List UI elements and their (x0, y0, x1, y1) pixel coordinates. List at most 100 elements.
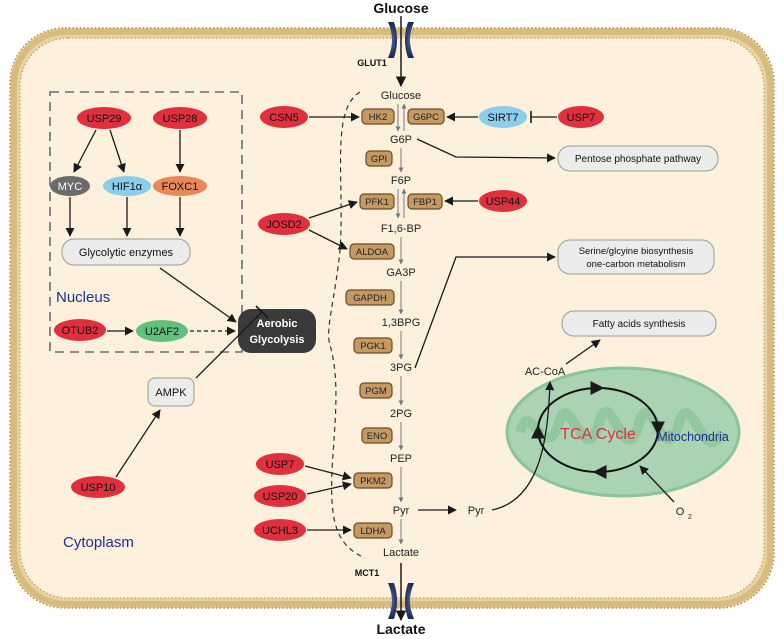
svg-text:PGM: PGM (365, 386, 387, 397)
josd2-label: JOSD2 (266, 219, 301, 231)
glycolytic-enzymes-label: Glycolytic enzymes (79, 247, 174, 259)
enzyme-fbp1: FBP1 (407, 193, 443, 210)
accoa-label: AC-CoA (525, 366, 566, 378)
tca-cycle-label: TCA Cycle (560, 426, 636, 443)
enzyme-aldoa: ALDOA (349, 243, 395, 260)
enzyme-gapdh: GAPDH (345, 289, 395, 306)
svg-text:HK2: HK2 (369, 112, 387, 123)
usp7-top-label: USP7 (567, 112, 596, 124)
ampk-box (147, 377, 195, 407)
mitochondria-label: Mitochondria (657, 430, 729, 444)
pyr-mito-label: Pyr (468, 505, 485, 517)
svg-text:PGK1: PGK1 (360, 341, 385, 352)
usp10-label: USP10 (81, 482, 116, 494)
arrow-usp7-pkm2 (304, 465, 352, 481)
enzyme-pkm2: PKM2 (353, 472, 393, 489)
sirt7-node (479, 106, 527, 128)
arrow-usp20-pkm2 (306, 481, 352, 495)
csn5-label: CSN5 (269, 112, 298, 124)
glut1-label: GLUT1 (357, 58, 387, 68)
svg-text:PKM2: PKM2 (360, 476, 386, 487)
arrow-usp29-myc (73, 129, 97, 173)
usp7-top-node (558, 106, 604, 128)
metabolite-pep: PEP (390, 453, 412, 465)
nucleus-box (49, 91, 243, 353)
hif1a-label: HIF1α (112, 181, 143, 193)
metabolite-lactate: Lactate (383, 547, 419, 559)
arrow-pyr-accoa (491, 381, 555, 511)
uchl3-label: UCHL3 (262, 525, 298, 537)
aerobic-glycolysis-box (238, 309, 316, 353)
enzyme-gpi: GPI (365, 150, 393, 167)
metabolite-f6p: F6P (391, 175, 411, 187)
serine-line1: Serine/glcyine biosynthesis (579, 246, 694, 257)
arrow-3pg-serine (414, 252, 556, 369)
glut1-transporter (388, 22, 414, 58)
sirt7-label: SIRT7 (488, 112, 519, 124)
lactate-outside: Lactate (376, 621, 425, 637)
metabolite-3pg: 3PG (390, 362, 412, 374)
serine-line2: one-carbon metabolism (586, 259, 685, 270)
enzyme-eno: ENO (361, 427, 393, 444)
otub2-node (54, 319, 106, 341)
svg-text:GAPDH: GAPDH (353, 293, 387, 304)
arrow-o2-tca (639, 465, 675, 503)
myc-label: MYC (58, 181, 83, 193)
arrow-josd2-pfk1 (308, 200, 358, 219)
glycolytic-enzymes-box (61, 238, 191, 266)
u2af2-node (136, 320, 188, 342)
svg-text:GPI: GPI (371, 154, 387, 165)
usp20-label: USP20 (263, 491, 298, 503)
cytoplasm-label: Cytoplasm (63, 534, 134, 551)
usp7-bottom-node (256, 453, 304, 475)
otub2-label: OTUB2 (62, 325, 99, 337)
myc-node (50, 176, 90, 196)
arrow-accoa-fatty (565, 339, 601, 365)
aerobic-line2: Glycolysis (249, 334, 304, 346)
arrow-usp29-hif1a (109, 129, 126, 173)
enzyme-g6pc: G6PC (407, 108, 445, 125)
usp7-bottom-label: USP7 (266, 459, 295, 471)
hif1a-node (103, 176, 151, 196)
mitochondrion (505, 366, 741, 498)
usp44-label: USP44 (486, 196, 521, 208)
svg-text:ENO: ENO (367, 431, 388, 442)
fatty-label: Fatty acids synthesis (593, 319, 686, 330)
nucleus-label: Nucleus (56, 289, 110, 306)
metabolite-pyr: Pyr (393, 505, 410, 517)
ppp-box (557, 145, 719, 172)
svg-text:LDHA: LDHA (360, 526, 386, 537)
fatty-box (561, 310, 717, 337)
glucose-outside: Glucose (373, 0, 428, 16)
metabolite-13bpg: 1,3BPG (382, 317, 421, 329)
pathway-separator (328, 91, 366, 559)
usp29-node (77, 107, 131, 129)
enzyme-pgk1: PGK1 (353, 337, 393, 354)
o2-label: O (676, 506, 685, 518)
usp29-label: USP29 (87, 113, 122, 125)
inhibit-ampk-aerobic (195, 311, 263, 379)
metabolite-2pg: 2PG (390, 408, 412, 420)
usp28-node (153, 107, 207, 129)
arrow-g6p-ppp (416, 138, 556, 163)
enzyme-ldha: LDHA (353, 522, 393, 539)
enzyme-pfk1: PFK1 (359, 193, 395, 210)
metabolite-f16bp: F1,6-BP (381, 223, 421, 235)
csn5-node (260, 106, 308, 128)
metabolite-glucose: Glucose (381, 90, 421, 102)
aerobic-line1: Aerobic (257, 318, 298, 330)
inhibit-ampk-aerobic-bar (255, 305, 269, 319)
josd2-node (258, 213, 310, 235)
ppp-label: Pentose phosphate pathway (575, 154, 701, 165)
enzyme-hk2: HK2 (361, 108, 395, 125)
arrow-usp10-ampk (115, 409, 161, 478)
ampk-label: AMPK (155, 387, 187, 399)
metabolite-ga3p: GA3P (386, 267, 415, 279)
foxc1-label: FOXC1 (162, 181, 199, 193)
arrow-enzymes-aerobic (159, 267, 237, 323)
usp20-node (254, 485, 306, 507)
step-arrows (395, 103, 407, 545)
u2af2-label: U2AF2 (145, 326, 179, 338)
usp10-node (71, 476, 125, 498)
